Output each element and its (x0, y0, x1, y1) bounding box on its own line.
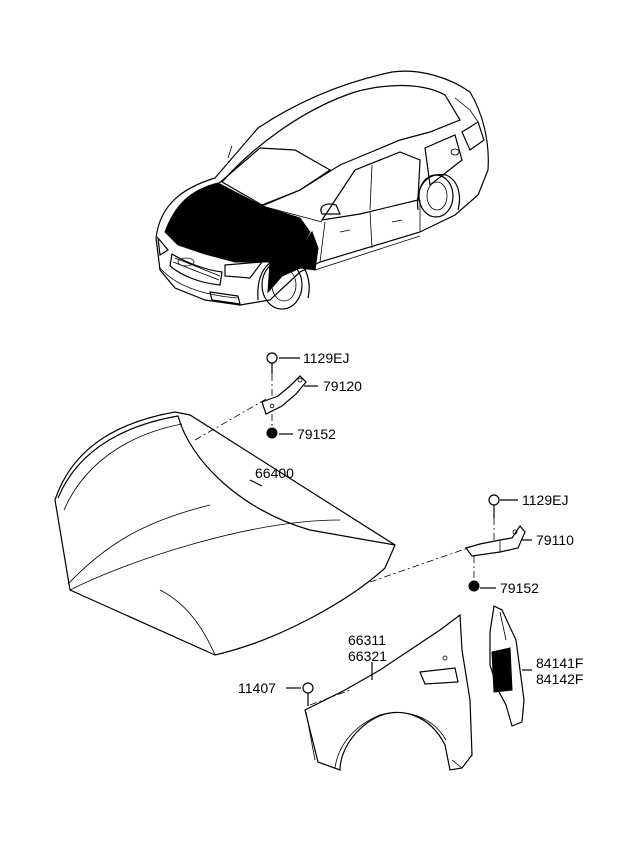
bolt-1129ej-right (488, 494, 500, 518)
label-11407: 11407 (238, 680, 276, 696)
label-84142f: 84142F (536, 671, 583, 687)
nut-79152-left (266, 427, 278, 439)
label-79152-right: 79152 (500, 580, 539, 596)
front-fender (304, 613, 473, 771)
car-illustration (155, 70, 489, 310)
leader-hinge-left (194, 397, 269, 441)
label-79152-left: 79152 (297, 426, 336, 442)
label-66311: 66311 (348, 632, 386, 648)
label-79110: 79110 (536, 532, 574, 548)
label-66400: 66400 (255, 465, 294, 481)
fender-insulator (489, 605, 525, 727)
label-84141f: 84141F (536, 655, 583, 671)
label-66321: 66321 (348, 648, 387, 664)
label-1129ej-left: 1129EJ (303, 350, 349, 366)
hood-panel (54, 411, 396, 656)
label-79120: 79120 (323, 378, 362, 394)
bolt-1129ej-left (266, 352, 278, 374)
hood-hinge-right (464, 524, 526, 557)
label-1129ej-right: 1129EJ (522, 492, 568, 508)
leader-hinge-right (369, 547, 469, 583)
hood-hinge-left (261, 375, 307, 415)
nut-79152-right (468, 580, 480, 592)
leader-66400 (249, 479, 263, 487)
bolt-11407 (302, 682, 314, 706)
